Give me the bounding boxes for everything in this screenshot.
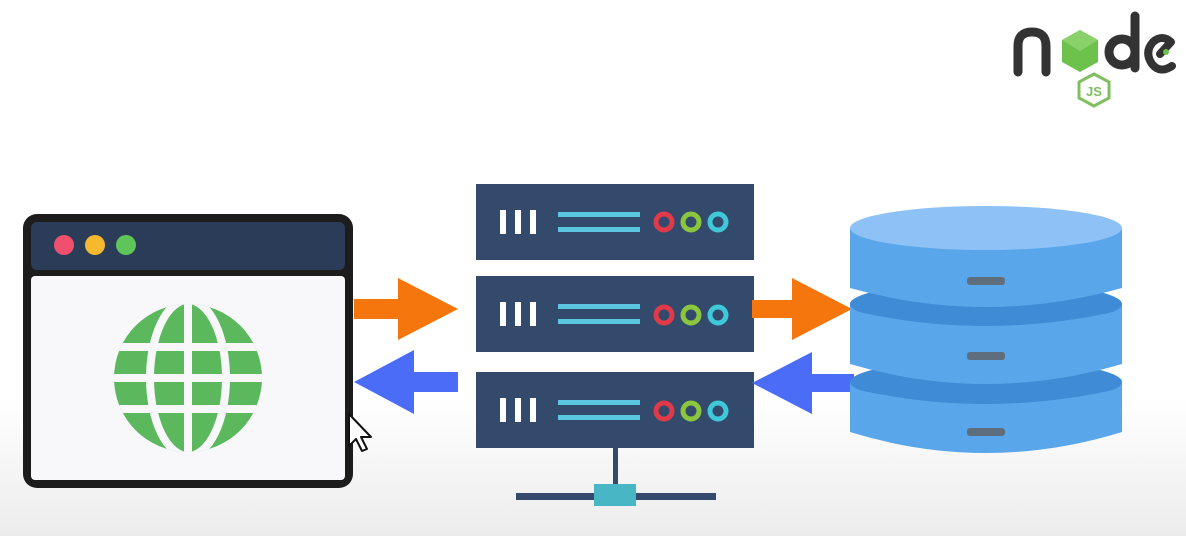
database-section-top (850, 206, 1122, 307)
globe-icon (114, 304, 262, 452)
browser-close-dot (54, 235, 74, 255)
browser-titlebar (31, 222, 345, 270)
arrow-left-icon (354, 350, 458, 414)
server-unit-3 (476, 372, 754, 448)
logo-letter-n (1013, 27, 1051, 77)
request-arrow-server-to-database (752, 276, 854, 342)
arrow-right-icon (354, 278, 458, 340)
server-network-connector (594, 484, 636, 506)
server-rack (474, 182, 756, 508)
request-arrow-browser-to-server (354, 276, 462, 342)
browser-maximize-dot (116, 235, 136, 255)
browser-window (21, 212, 355, 490)
mouse-pointer (346, 412, 376, 454)
server-unit-1 (476, 184, 754, 260)
arrow-left-icon (752, 352, 854, 414)
browser-window-icon (23, 214, 353, 488)
logo-e-dot (1163, 49, 1169, 55)
response-arrow-database-to-server (750, 350, 856, 416)
response-arrow-server-to-browser (352, 348, 462, 416)
arrow-right-icon (752, 278, 852, 340)
server-unit-2 (476, 276, 754, 352)
nodejs-logo-graphic: JS (1013, 11, 1176, 108)
logo-badge-hexagon (1077, 72, 1111, 108)
logo-hexagon-highlight (1062, 30, 1098, 51)
logo-badge-text: JS (1086, 84, 1102, 99)
mouse-pointer-icon (348, 413, 372, 452)
server-rack-icon (476, 184, 754, 506)
database (846, 204, 1126, 466)
server-network-stem (613, 446, 618, 488)
nodejs-logo: JS (1010, 8, 1180, 112)
logo-letter-e (1144, 34, 1176, 74)
database-cylinder-icon (850, 206, 1122, 453)
browser-minimize-dot (85, 235, 105, 255)
